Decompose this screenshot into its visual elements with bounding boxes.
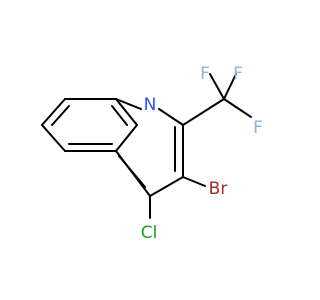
bond — [158, 108, 184, 126]
double-bond-inner — [118, 155, 146, 188]
double-bond-inner — [111, 105, 128, 126]
benzene-ring — [41, 98, 138, 152]
molecule-structure: N Br Cl F F F — [41, 64, 263, 243]
bond-c2-cf3 — [182, 98, 225, 126]
double-bond-inner — [51, 105, 70, 126]
atom-label-chlorine: Cl — [141, 223, 158, 243]
bond — [41, 98, 66, 126]
atom-label-fluorine: F — [200, 64, 210, 84]
atom-label-nitrogen: N — [144, 95, 157, 115]
atom-label-fluorine: F — [253, 118, 263, 138]
bond — [115, 124, 138, 152]
bond-c3-br — [182, 176, 206, 187]
bond-c-f3 — [223, 98, 252, 118]
atom-label-bromine: Br — [209, 179, 228, 199]
bond — [115, 98, 138, 126]
bond — [41, 124, 66, 152]
bond — [115, 98, 142, 110]
bond — [149, 176, 184, 197]
atom-label-fluorine: F — [233, 64, 243, 84]
bond-c-f2 — [223, 73, 237, 100]
pyridine-ring — [115, 98, 184, 197]
bond-c-f1 — [209, 73, 225, 100]
